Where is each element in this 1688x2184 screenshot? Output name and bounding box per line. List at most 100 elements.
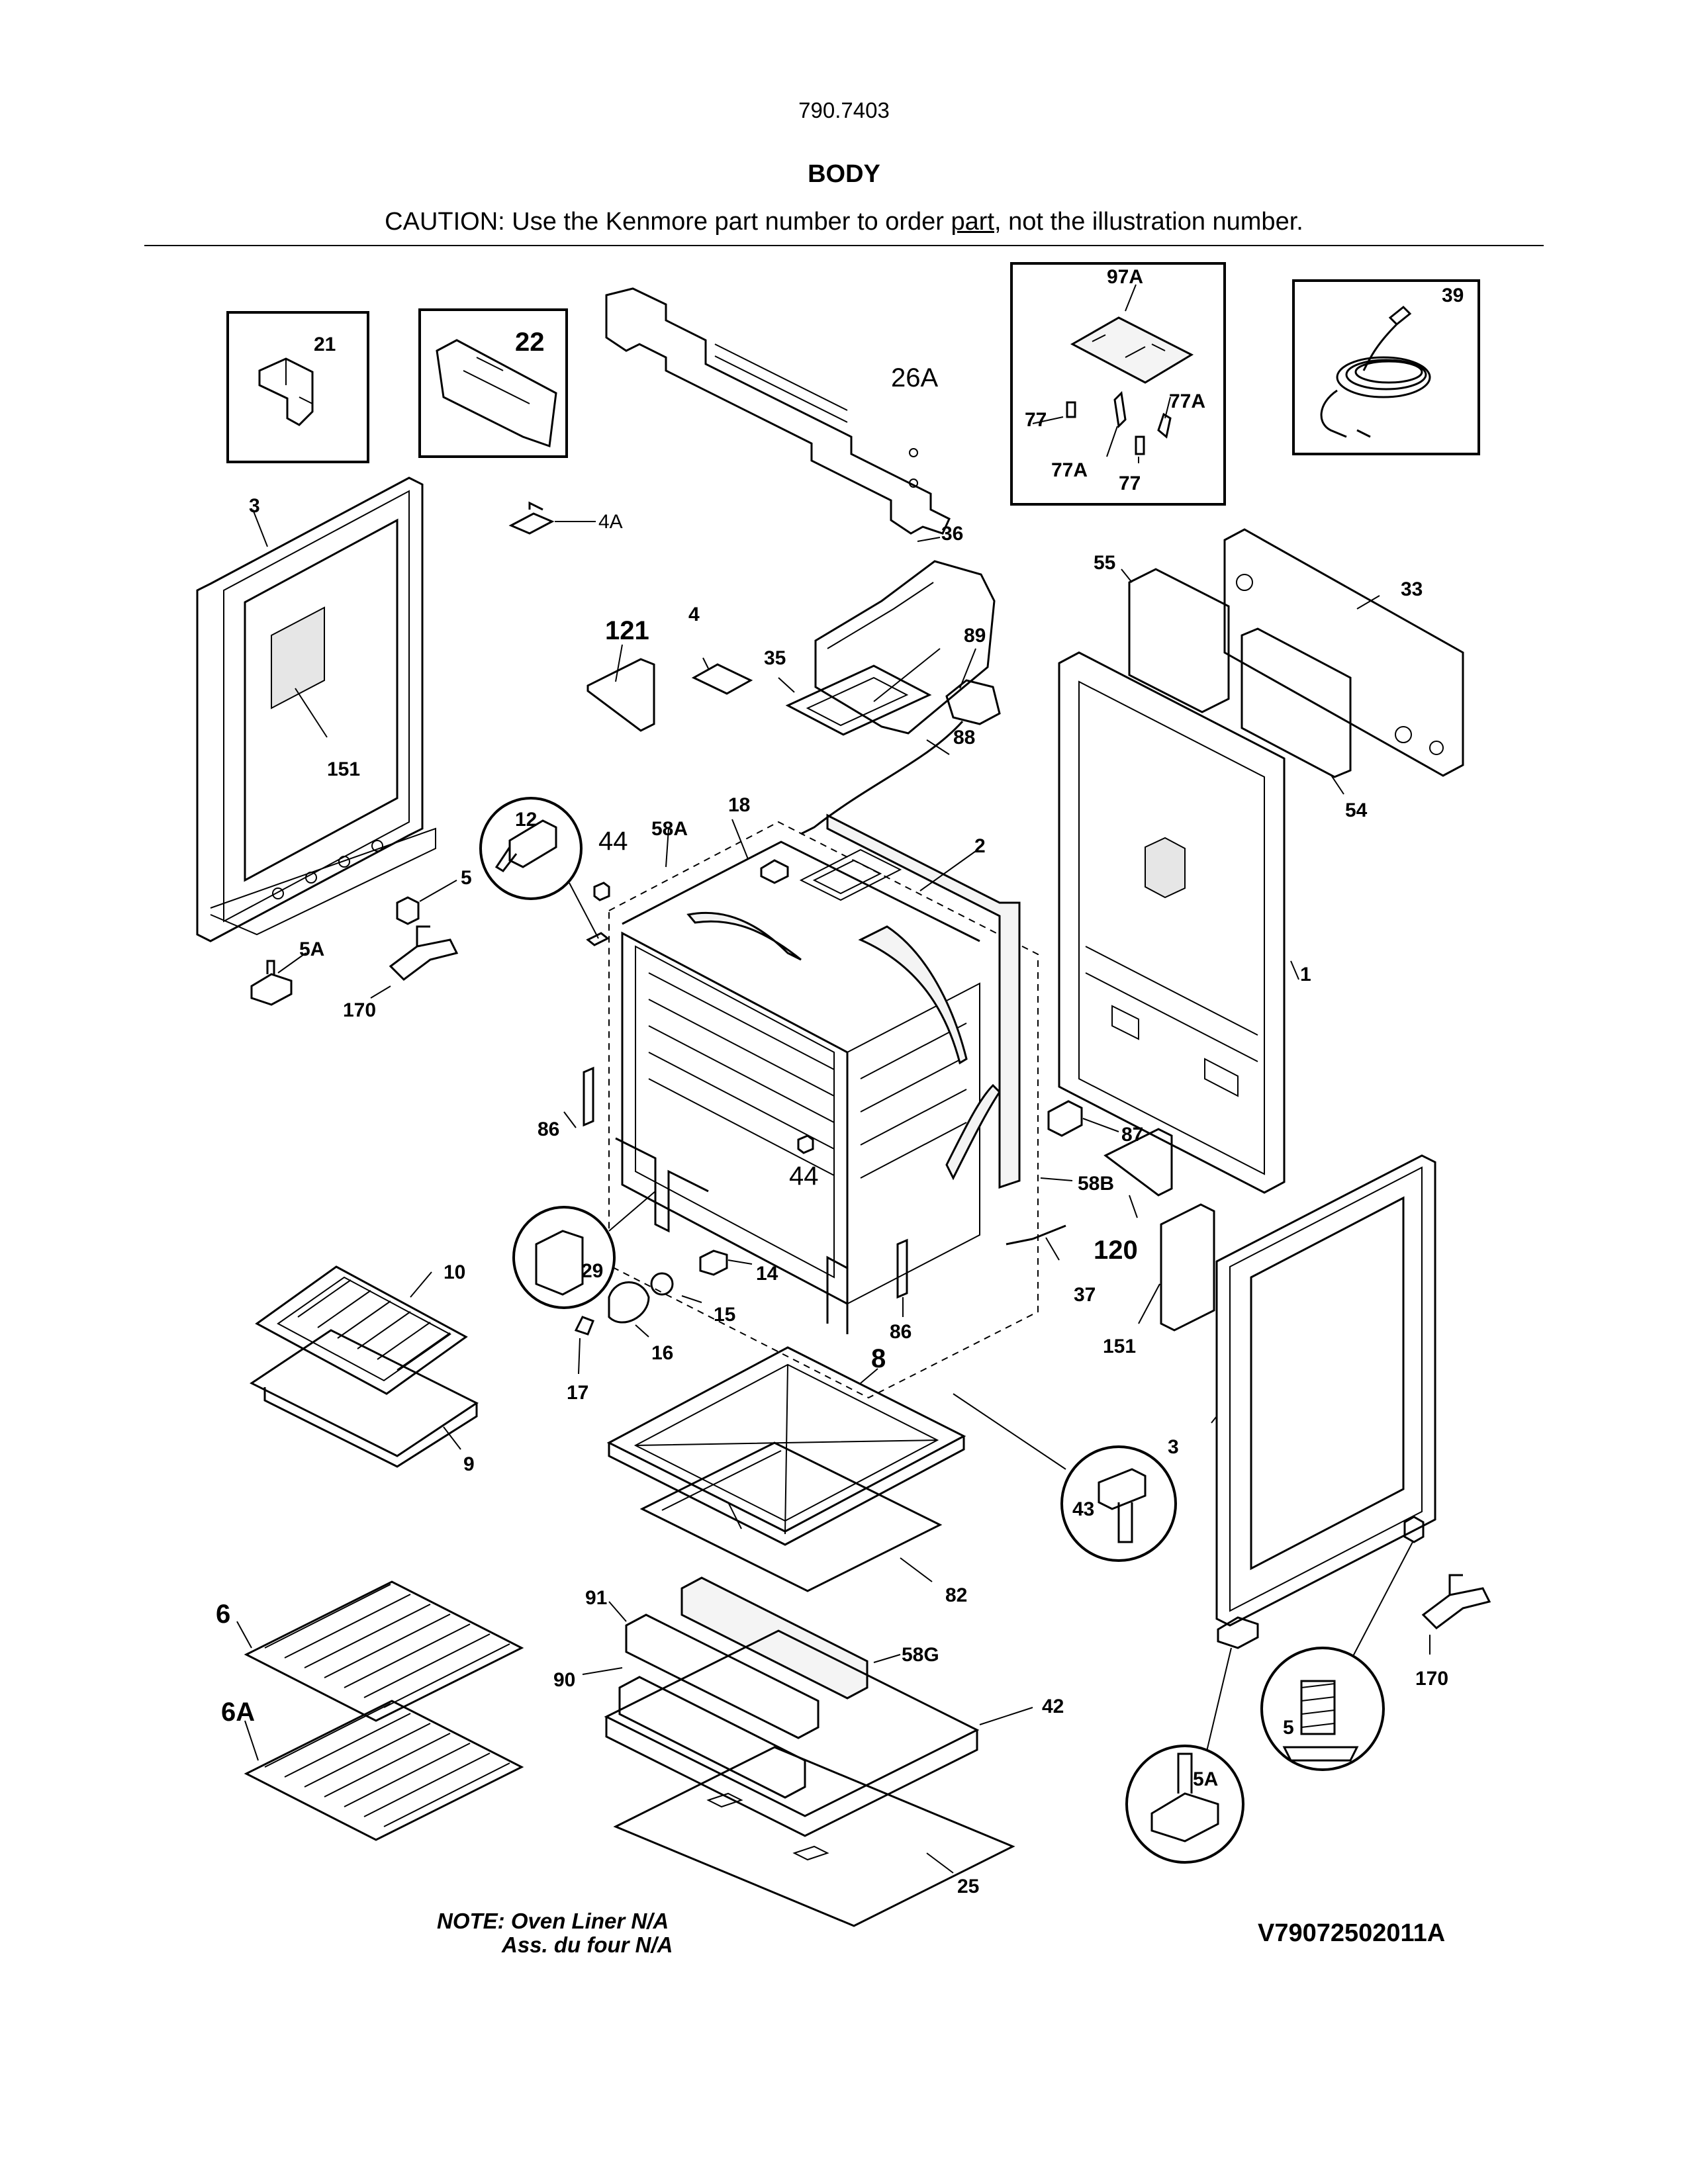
callout-3-left: 3 xyxy=(249,495,260,517)
note-oven-liner-french: Ass. du four N/A xyxy=(502,1933,673,1957)
part-120-bracket xyxy=(1103,1128,1173,1218)
inset-part-5-leveler xyxy=(1260,1647,1385,1771)
inset-part-21 xyxy=(226,311,369,463)
callout-10: 10 xyxy=(444,1261,465,1283)
part-3-left-side-panel xyxy=(196,477,436,942)
caution-suffix: , not the illustration number. xyxy=(994,208,1303,236)
part-42-drawer-panel xyxy=(604,1629,1033,1837)
part-87-terminal-block xyxy=(1047,1100,1119,1137)
part-4A-clip xyxy=(508,501,596,535)
callout-25: 25 xyxy=(957,1876,979,1897)
callout-29: 29 xyxy=(581,1260,603,1282)
part-90-rail xyxy=(582,1667,806,1799)
callout-44-upper: 44 xyxy=(598,827,628,856)
part-58G-gasket xyxy=(680,1576,901,1700)
part-8-oven-bottom xyxy=(606,1346,966,1546)
callout-5A-right: 5A xyxy=(1193,1768,1218,1790)
callout-4A: 4A xyxy=(598,511,623,533)
callout-44-lower: 44 xyxy=(789,1161,819,1191)
part-44-light-sockets xyxy=(593,882,814,1154)
callout-14: 14 xyxy=(756,1263,778,1285)
part-3-right-side-panel xyxy=(1211,1154,1436,1627)
part-121-bracket xyxy=(586,644,655,732)
callout-1: 1 xyxy=(1300,964,1311,985)
callout-91: 91 xyxy=(585,1587,607,1609)
header-rule xyxy=(144,245,1544,246)
part-6A-oven-rack xyxy=(244,1700,524,1841)
callout-120: 120 xyxy=(1094,1236,1138,1265)
part-10-broiler-grid xyxy=(255,1265,468,1395)
part-26A-top-brace xyxy=(605,287,951,535)
callout-5-left: 5 xyxy=(461,867,472,889)
callout-21: 21 xyxy=(314,334,336,355)
callout-151-left: 151 xyxy=(327,758,360,780)
inset-part-39-power-cord xyxy=(1292,279,1480,455)
callout-86-left: 86 xyxy=(538,1118,559,1140)
callout-8: 8 xyxy=(871,1344,886,1373)
callout-3-right: 3 xyxy=(1168,1436,1179,1458)
callout-77-upper: 77 xyxy=(1025,409,1047,431)
part-16-lens-cover xyxy=(608,1281,650,1338)
inset-part-5A-leveler xyxy=(1125,1745,1244,1864)
callout-89: 89 xyxy=(964,625,986,647)
callout-86-right: 86 xyxy=(890,1321,912,1343)
callout-170-left: 170 xyxy=(343,999,376,1021)
callout-22: 22 xyxy=(515,328,545,357)
callout-58A: 58A xyxy=(651,818,688,840)
callout-33: 33 xyxy=(1401,578,1423,600)
part-33-rear-panel xyxy=(1223,528,1464,777)
part-82-burner-baffle xyxy=(639,1441,943,1592)
inset-part-22 xyxy=(418,308,568,458)
part-5A-leveler-right xyxy=(1205,1616,1259,1754)
part-1-back-panel xyxy=(1058,651,1299,1194)
part-54-shield xyxy=(1241,627,1352,795)
inset-part-12-switch xyxy=(479,797,610,946)
callout-9: 9 xyxy=(463,1453,475,1475)
part-6-oven-rack xyxy=(236,1580,524,1722)
callout-35: 35 xyxy=(764,647,786,669)
callout-58B: 58B xyxy=(1078,1173,1114,1195)
caution-text: CAUTION: Use the Kenmore part number to … xyxy=(0,208,1688,236)
part-170-bracket-left xyxy=(370,925,459,999)
part-89-sensor-bracket xyxy=(945,648,1001,725)
callout-17: 17 xyxy=(567,1382,588,1404)
inset-parts-97A-77 xyxy=(1010,262,1226,506)
callout-42: 42 xyxy=(1042,1696,1064,1717)
part-151-rail-right xyxy=(1138,1203,1215,1332)
model-number: 790.7403 xyxy=(798,98,890,122)
callout-6A: 6A xyxy=(221,1698,255,1727)
part-5-leveler-screw-right xyxy=(1350,1516,1425,1662)
caution-prefix: CAUTION: Use the Kenmore part number to … xyxy=(385,208,951,236)
diagram-code: V79072502011A xyxy=(1258,1919,1446,1947)
part-37-wire xyxy=(1006,1224,1066,1261)
callout-2: 2 xyxy=(974,835,986,857)
part-4-clip xyxy=(691,657,753,695)
callout-121: 121 xyxy=(605,616,649,645)
part-88-sensor-wire xyxy=(800,720,964,835)
caution-underlined-word: part xyxy=(951,208,994,236)
callout-97A: 97A xyxy=(1107,266,1143,288)
oven-body-assembly xyxy=(608,813,1039,1399)
callout-58G: 58G xyxy=(902,1644,939,1666)
callout-151-right: 151 xyxy=(1103,1336,1136,1357)
callout-12: 12 xyxy=(515,809,537,831)
callout-15: 15 xyxy=(714,1304,735,1326)
part-14-socket xyxy=(699,1250,753,1276)
part-55-cover xyxy=(1121,568,1230,713)
part-18-bracket xyxy=(760,859,789,884)
part-5-leveler-screw-left xyxy=(396,880,457,925)
callout-4: 4 xyxy=(688,604,700,625)
callout-26A: 26A xyxy=(891,363,938,392)
callout-54: 54 xyxy=(1345,799,1368,821)
part-36-vent-duct xyxy=(814,537,996,735)
callout-90: 90 xyxy=(553,1669,575,1691)
section-title: BODY xyxy=(808,160,880,188)
callout-16: 16 xyxy=(651,1342,673,1364)
callout-37: 37 xyxy=(1074,1284,1096,1306)
callout-87: 87 xyxy=(1121,1124,1143,1146)
note-oven-liner: NOTE: Oven Liner N/A xyxy=(437,1909,669,1933)
callout-55: 55 xyxy=(1094,552,1115,574)
part-170-bracket-right xyxy=(1421,1574,1491,1655)
part-15-bulb xyxy=(650,1272,702,1303)
part-91-rail xyxy=(608,1601,820,1739)
